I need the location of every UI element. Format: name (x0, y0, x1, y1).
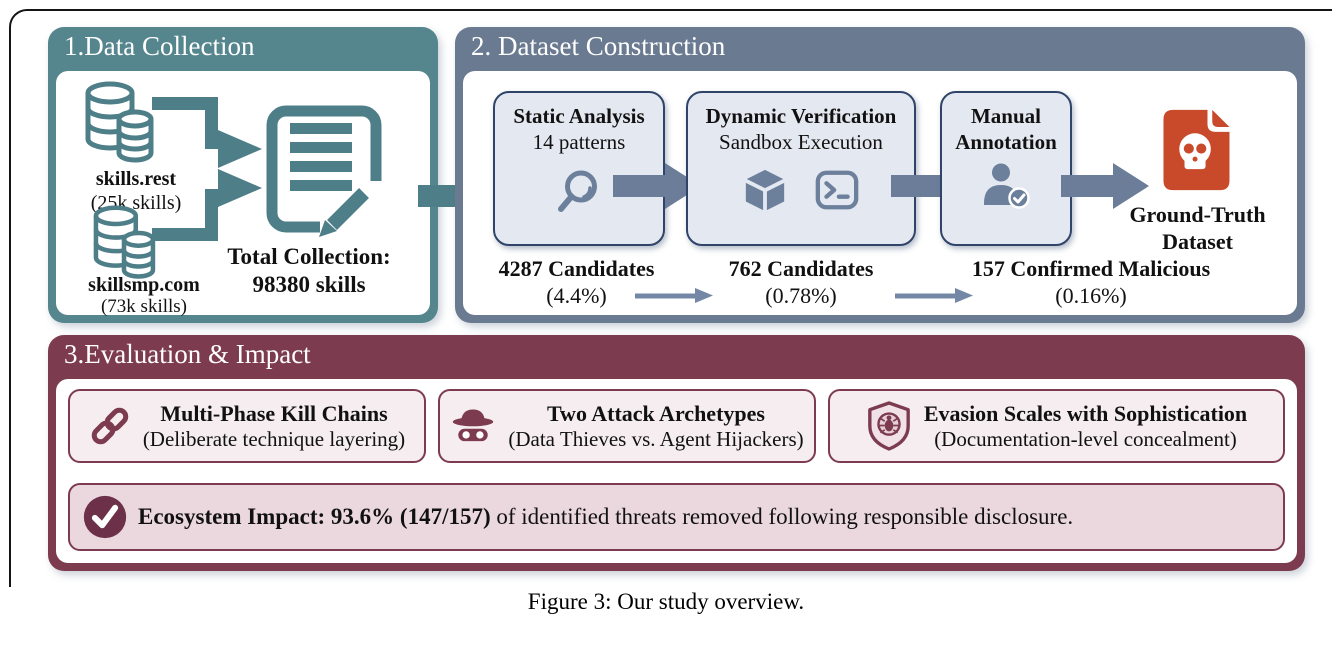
shield-bug-icon (867, 401, 910, 451)
ground-truth-label: Ground-Truth Dataset (1129, 202, 1266, 254)
panel-body: Multi-Phase Kill Chains (Deliberate tech… (56, 379, 1297, 563)
panel-dataset-construction: 2. Dataset Construction Static Analysis … (455, 27, 1305, 323)
panel-data-collection: 1.Data Collection skills.rest (25k skill… (48, 27, 438, 323)
finding-evasion-sophistication: Evasion Scales with Sophistication (Docu… (828, 389, 1285, 463)
merge-arrows (152, 97, 262, 241)
person-check-icon (984, 163, 1030, 209)
database-icon (85, 81, 154, 163)
source-name: skills.rest (95, 168, 177, 190)
finding-attack-archetypes: Two Attack Archetypes (Data Thieves vs. … (438, 389, 816, 463)
stat-arrow (895, 288, 973, 303)
database-icon (93, 205, 156, 279)
panel-body: skills.rest (25k skills) skillsmp.com (7… (56, 71, 430, 318)
stage-manual-annotation: Manual Annotation (940, 91, 1072, 246)
figure-caption: Figure 3: Our study overview. (527, 589, 805, 614)
source-name: skillsmp.com (88, 274, 200, 296)
finding-kill-chains: Multi-Phase Kill Chains (Deliberate tech… (68, 389, 426, 463)
flow-arrow (613, 163, 701, 209)
impact-text: Ecosystem Impact: 93.6% (147/157) of ide… (138, 504, 1074, 529)
ecosystem-impact-banner: Ecosystem Impact: 93.6% (147/157) of ide… (68, 483, 1285, 551)
document-edit-icon (266, 105, 386, 237)
skull-file-icon (1163, 109, 1230, 191)
stage-stat: 762 Candidates (0.78%) (728, 256, 874, 308)
panel-title: 3.Evaluation & Impact (64, 339, 311, 369)
source-count: (73k skills) (100, 296, 188, 317)
panel-evaluation-impact: 3.Evaluation & Impact Multi-Phase Kill C… (48, 335, 1305, 571)
stage-static-analysis: Static Analysis 14 patterns (493, 91, 665, 246)
cube-icon (745, 169, 785, 211)
panel-title: 2. Dataset Construction (471, 31, 726, 61)
check-circle-icon (83, 495, 127, 539)
stat-arrow (635, 288, 713, 303)
chain-link-icon (91, 407, 129, 445)
stage-dynamic-verification: Dynamic Verification Sandbox Execution (686, 91, 916, 246)
source-label: skillsmp.com (73k skills) (56, 274, 232, 318)
spy-icon (453, 409, 494, 442)
magnifier-icon (558, 170, 597, 212)
panel-title: 1.Data Collection (64, 31, 255, 61)
total-collection-label: Total Collection: 98380 skills (227, 244, 391, 297)
stage-stat: 157 Confirmed Malicious (0.16%) (971, 256, 1211, 308)
figure-border-frame (9, 9, 1332, 587)
terminal-icon (815, 170, 859, 210)
flow-arrow (1061, 163, 1149, 209)
stage-stat: 4287 Candidates (4.4%) (498, 256, 655, 308)
panel-body: Static Analysis 14 patterns Dynamic Veri… (463, 71, 1297, 315)
